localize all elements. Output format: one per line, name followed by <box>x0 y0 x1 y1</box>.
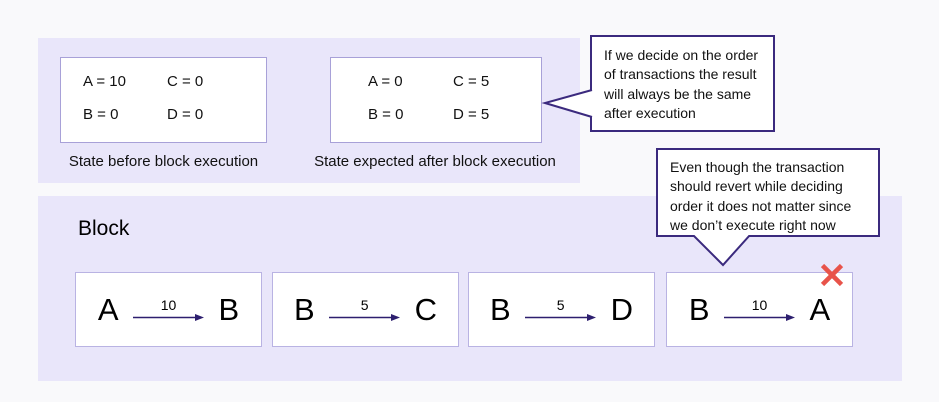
state-value: C = 5 <box>453 73 490 90</box>
transfer-arrow-icon <box>132 313 204 321</box>
state-value: C = 0 <box>167 73 204 90</box>
transfer-arrow-icon <box>328 313 400 321</box>
state-after-label: State expected after block execution <box>314 153 556 170</box>
state-after-box: A = 0 C = 5 B = 0 D = 5 <box>330 57 542 143</box>
callout-order-tail <box>541 89 593 118</box>
rejected-x-icon <box>820 263 844 287</box>
tx-to-account: B <box>218 291 240 327</box>
tx-amount: 5 <box>360 296 369 313</box>
tx-amount: 5 <box>556 296 565 313</box>
transfer-arrow-icon <box>723 313 795 321</box>
transaction-box-b-to-c: B 5 C <box>272 272 459 347</box>
tx-amount: 10 <box>751 296 768 313</box>
state-before-box: A = 10 C = 0 B = 0 D = 0 <box>60 57 267 143</box>
tx-from-account: A <box>97 291 119 327</box>
tx-from-account: B <box>489 291 511 327</box>
callout-order-bubble: If we decide on the order of transaction… <box>590 35 775 132</box>
tx-from-account: B <box>688 291 710 327</box>
state-comparison-panel: A = 10 C = 0 B = 0 D = 0 State before bl… <box>38 38 580 183</box>
state-value: B = 0 <box>368 106 404 123</box>
state-before-label: State before block execution <box>68 153 259 170</box>
tx-to-account: C <box>414 291 438 327</box>
callout-revert-bubble: Even though the transaction should rever… <box>656 148 880 237</box>
state-value: D = 5 <box>453 106 490 123</box>
tx-to-account: D <box>610 291 634 327</box>
transaction-box-b-to-a: B 10 A <box>666 272 853 347</box>
transaction-box-b-to-d: B 5 D <box>468 272 655 347</box>
state-value: B = 0 <box>83 106 119 123</box>
state-value: A = 10 <box>83 73 126 90</box>
transaction-box-a-to-b: A 10 B <box>75 272 262 347</box>
tx-from-account: B <box>293 291 315 327</box>
state-value: A = 0 <box>368 73 403 90</box>
block-title: Block <box>78 217 130 240</box>
tx-to-account: A <box>809 291 831 327</box>
tx-amount: 10 <box>160 296 177 313</box>
transfer-arrow-icon <box>524 313 596 321</box>
state-value: D = 0 <box>167 106 204 123</box>
callout-revert-tail <box>692 235 751 267</box>
